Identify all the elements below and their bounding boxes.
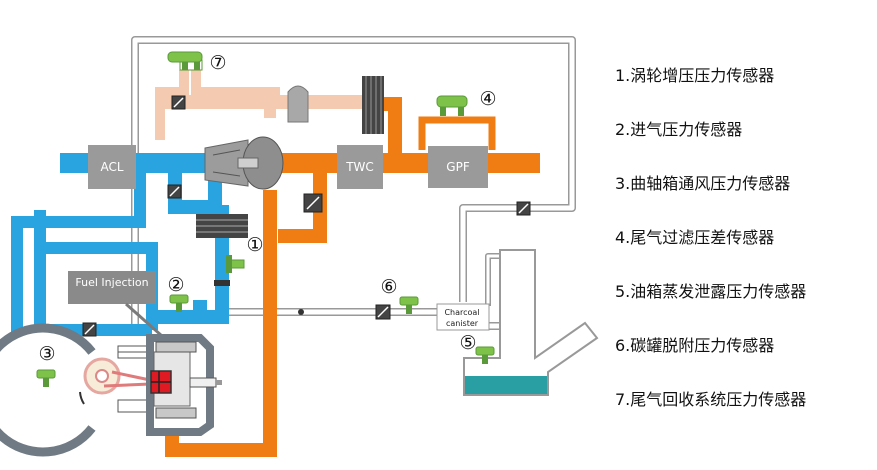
sensor-2 — [169, 294, 189, 312]
valve-crankcase — [82, 322, 97, 337]
valve-canister — [375, 304, 391, 320]
egr-cooler-fins — [362, 76, 384, 134]
charcoal-canister — [436, 303, 490, 331]
spark-plug — [189, 377, 217, 388]
sensor-marker-1: ① — [246, 234, 263, 256]
sensor-marker-4: ④ — [479, 88, 496, 110]
valve-intake-bypass — [167, 184, 182, 199]
gpf-label: GPF — [446, 160, 470, 174]
valve-recirculation — [171, 95, 186, 110]
twc-label: TWC — [345, 160, 374, 174]
turbocharger — [204, 136, 284, 190]
valve-purge — [516, 201, 531, 216]
fuel-tank — [463, 249, 599, 396]
sensor-6 — [399, 296, 419, 314]
sensor-marker-6: ⑥ — [380, 276, 397, 298]
sensor-marker-3: ③ — [38, 343, 55, 365]
engine-sensor-diagram: ACL TWC GPF Fuel Injection Charcoal cani… — [0, 36, 599, 457]
charcoal-canister-label-1: Charcoal — [444, 308, 479, 317]
engine — [0, 323, 222, 457]
tank-fuel-level — [465, 376, 547, 394]
sensor-legend: 1.涡轮增压压力传感器 2.进气压力传感器 3.曲轴箱通风压力传感器 4.尾气过… — [615, 62, 870, 440]
gpf-box — [428, 146, 488, 188]
legend-item-4: 4.尾气过滤压差传感器 — [615, 228, 775, 247]
fuel-injector — [125, 302, 163, 338]
sensor-marker-2: ② — [167, 274, 184, 296]
legend-item-5: 5.油箱蒸发泄露压力传感器 — [615, 282, 807, 301]
sensor-4 — [436, 95, 468, 116]
valves — [82, 95, 531, 337]
legend-item-1: 1.涡轮增压压力传感器 — [615, 66, 775, 85]
sensor-5 — [475, 346, 495, 364]
fuel-injection-box — [68, 271, 156, 304]
fuel-injection-label: Fuel Injection — [75, 276, 148, 289]
legend-item-2: 2.进气压力传感器 — [615, 120, 743, 139]
line-junction — [298, 309, 304, 315]
egr-cooler-dome — [287, 85, 309, 123]
legend-item-6: 6.碳罐脱附压力传感器 — [615, 336, 775, 355]
throttle-body-plate — [214, 280, 230, 286]
charcoal-canister-label-2: canister — [446, 319, 479, 328]
sensor-marker-7: ⑦ — [209, 52, 226, 74]
acl-label: ACL — [100, 160, 123, 174]
sensor-markers: ⑦ ④ ① ② ⑥ ③ ⑤ — [38, 52, 496, 365]
exhaust-pipe — [165, 97, 540, 457]
legend-item-7: 7.尾气回收系统压力传感器 — [615, 390, 807, 409]
twc-box — [337, 145, 383, 189]
sensor-7 — [167, 51, 203, 71]
sensor-3 — [36, 369, 56, 387]
sensor-1 — [226, 255, 245, 273]
recirculation-pipe — [155, 70, 372, 140]
sensor-marker-5: ⑤ — [459, 332, 476, 354]
valve-exhaust — [303, 193, 323, 213]
acl-box — [88, 145, 136, 189]
legend-item-3: 3.曲轴箱通风压力传感器 — [615, 174, 791, 193]
